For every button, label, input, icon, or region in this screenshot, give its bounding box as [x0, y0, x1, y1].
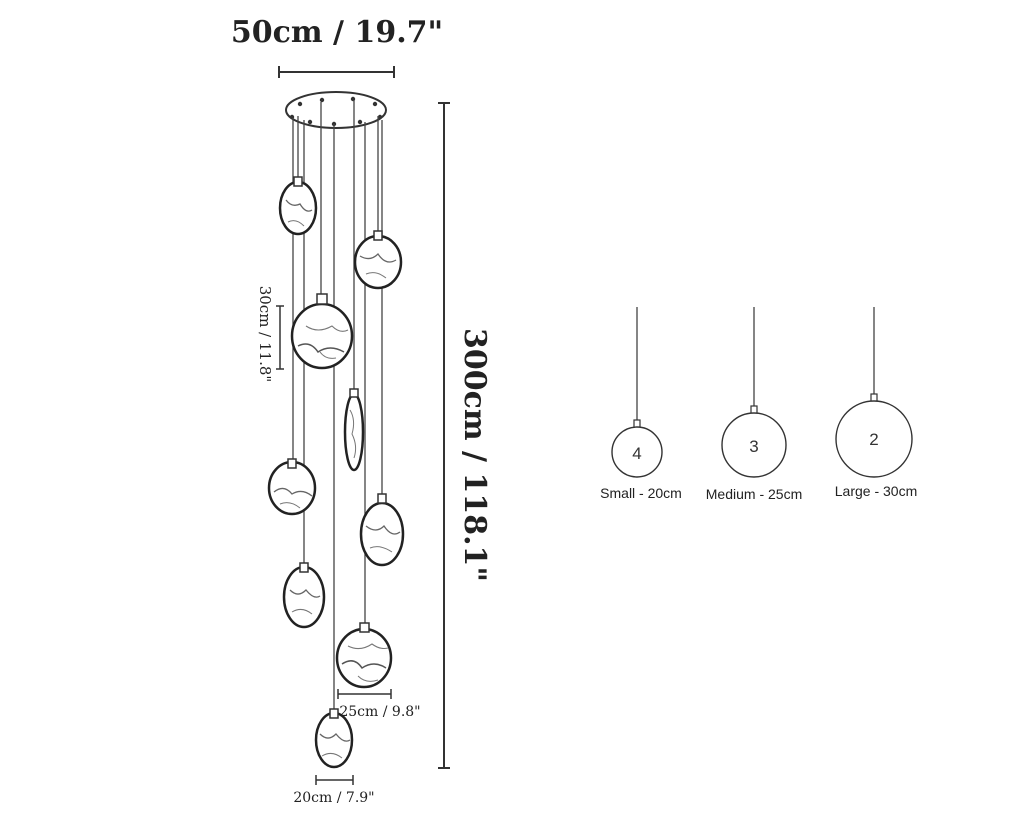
pendant-stone: [267, 458, 317, 516]
pendant-medium-dimension-label: 25cm / 9.8": [339, 704, 420, 720]
pendant-stone: [278, 176, 318, 236]
size-legend: 4 Small - 20cm 3 Medium - 25cm 2 Large -…: [600, 307, 917, 502]
height-dimension-line: [438, 102, 450, 769]
pendant-stone-side-view: [343, 388, 365, 472]
pendant-small-dimension-line: [315, 775, 354, 785]
legend-item-large: 2 Large - 30cm: [835, 307, 917, 499]
ceiling-canopy: [285, 91, 387, 129]
height-dimension-label: 300cm / 118.1": [457, 328, 492, 582]
legend-label-large: Large - 30cm: [835, 483, 917, 499]
pendant-stone: [290, 293, 354, 370]
pendant-stone: [353, 230, 403, 290]
legend-item-medium: 3 Medium - 25cm: [706, 307, 802, 502]
pendant-stone: [314, 708, 354, 769]
pendant-medium-dimension-line: [337, 689, 392, 699]
legend-label-small: Small - 20cm: [600, 485, 682, 501]
width-dimension-label: 50cm / 19.7": [231, 15, 443, 50]
legend-count-medium: 3: [749, 437, 758, 456]
legend-item-small: 4 Small - 20cm: [600, 307, 682, 501]
pendant-small-dimension-label: 20cm / 7.9": [293, 790, 374, 806]
pendant-stone: [359, 493, 405, 567]
pendant-large-dimension-line: [276, 305, 284, 370]
legend-count-large: 2: [869, 430, 878, 449]
pendant-large-dimension-label: 30cm / 11.8": [256, 286, 274, 383]
pendant-stone: [282, 562, 326, 629]
legend-count-small: 4: [632, 444, 641, 463]
legend-label-medium: Medium - 25cm: [706, 486, 802, 502]
pendant-stone: [335, 622, 393, 689]
width-dimension-line: [278, 66, 395, 78]
